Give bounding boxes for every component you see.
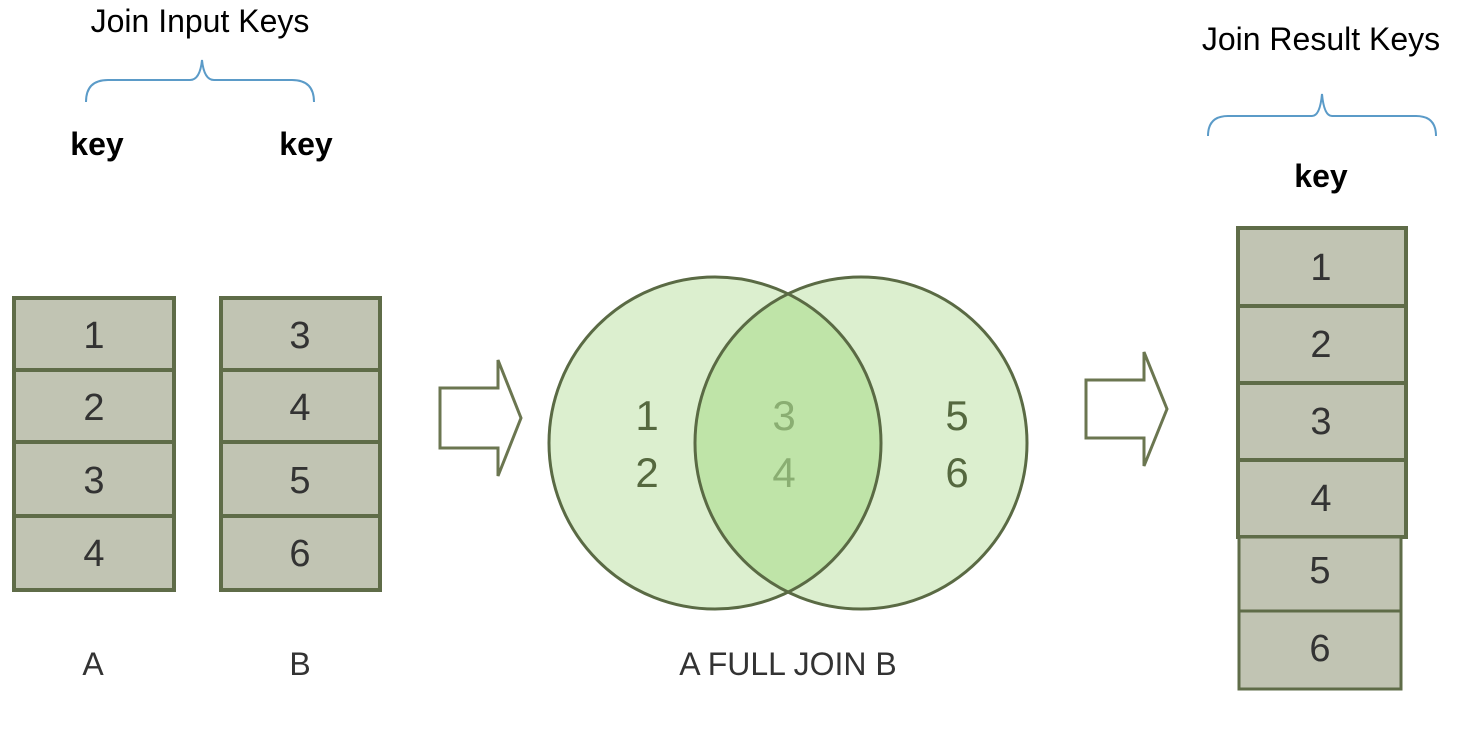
venn-circle-b-outline	[693, 275, 1029, 611]
table-a-value: 3	[83, 460, 104, 502]
venn-left-value: 2	[635, 449, 658, 496]
arrow-right-icon	[1084, 351, 1169, 467]
table-b-value: 4	[289, 387, 310, 429]
venn-right-value: 5	[945, 392, 968, 439]
table-a-value: 1	[83, 315, 104, 357]
result-cell	[1236, 304, 1408, 385]
venn-right-value: 6	[945, 449, 968, 496]
table-a-key-header: key	[70, 126, 124, 162]
result-value: 1	[1310, 247, 1331, 289]
result-keys-title: Join Result Keys	[1202, 21, 1440, 57]
input-keys-title: Join Input Keys	[91, 3, 310, 39]
table-a-label: A	[82, 646, 104, 682]
result-value: 5	[1309, 550, 1330, 592]
venn-caption: A FULL JOIN B	[679, 646, 897, 682]
input-brace	[85, 59, 315, 103]
venn-overlap-value: 3	[772, 392, 795, 439]
table-b: 3 4 5 6	[219, 296, 382, 592]
result-cell	[1236, 381, 1408, 462]
table-a-cell	[12, 514, 176, 592]
result-value: 2	[1310, 324, 1331, 366]
table-b-key-header: key	[279, 126, 333, 162]
table-a-value: 4	[83, 533, 104, 575]
result-cell	[1236, 458, 1408, 539]
venn-overlap-value: 4	[772, 449, 795, 496]
table-b-value: 5	[289, 460, 310, 502]
venn-left-value: 1	[635, 392, 658, 439]
table-a-value: 2	[83, 387, 104, 429]
table-b-value: 3	[289, 315, 310, 357]
result-value: 6	[1309, 628, 1330, 670]
result-brace	[1207, 93, 1437, 137]
arrow-right-icon	[438, 359, 523, 477]
result-table: 1 2 3 4 5 6	[1236, 226, 1408, 691]
result-key-header: key	[1294, 158, 1348, 194]
table-b-cell	[219, 368, 382, 444]
table-a: 1 2 3 4	[12, 296, 176, 592]
table-b-value: 6	[289, 533, 310, 575]
table-b-cell	[219, 514, 382, 592]
result-value: 4	[1310, 478, 1331, 520]
venn-diagram: 1 2 3 4 5 6	[547, 275, 1029, 611]
table-b-label: B	[289, 646, 310, 682]
result-value: 3	[1310, 401, 1331, 443]
result-cell	[1237, 609, 1403, 691]
venn-circle-a-outline	[547, 275, 883, 611]
venn-overlap	[695, 277, 881, 609]
